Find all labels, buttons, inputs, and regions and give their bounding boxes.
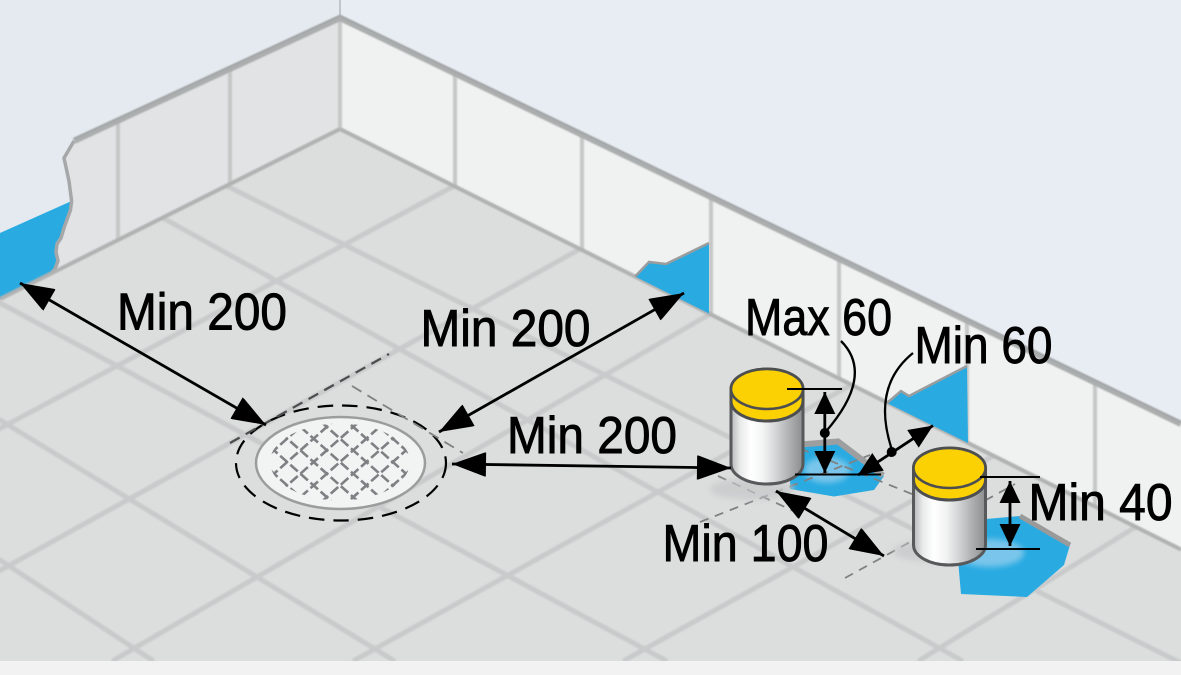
svg-text:Min 200: Min 200	[117, 284, 287, 342]
svg-text:Min 200: Min 200	[507, 407, 677, 465]
svg-text:Max 60: Max 60	[745, 289, 892, 347]
svg-text:Min 200: Min 200	[421, 300, 591, 358]
svg-text:Min 100: Min 100	[663, 515, 829, 573]
svg-text:Min 40: Min 40	[1029, 474, 1173, 532]
svg-text:Min 60: Min 60	[915, 317, 1053, 375]
